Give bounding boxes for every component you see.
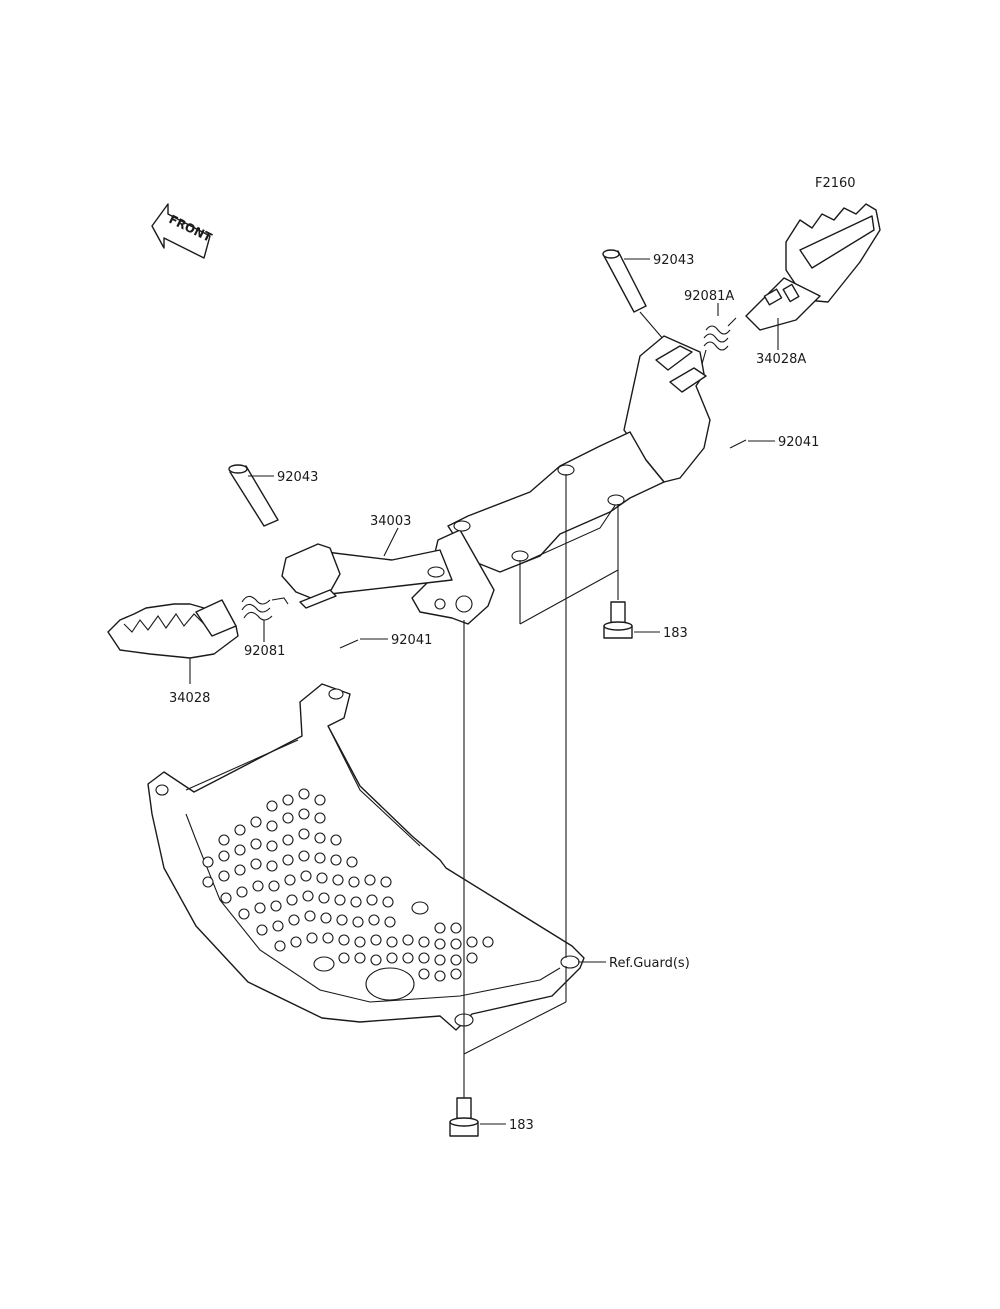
front-direction-arrow-icon: FRONT bbox=[151, 203, 215, 259]
perforation-holes bbox=[202, 788, 494, 982]
label-pin-left: 92043 bbox=[277, 470, 318, 485]
label-bolt-upper: 183 bbox=[663, 626, 688, 641]
bolt-upper-icon bbox=[603, 601, 633, 639]
cotter-pin-right-icon bbox=[729, 439, 747, 449]
spring-left-icon bbox=[241, 595, 289, 621]
label-spring-left: 92081 bbox=[244, 644, 285, 659]
spring-right-icon bbox=[701, 317, 737, 365]
skid-plate-guard-icon bbox=[147, 683, 585, 1031]
label-cotter-right: 92041 bbox=[778, 435, 819, 450]
label-spring-right: 92081A bbox=[684, 289, 734, 304]
label-pin-right: 92043 bbox=[653, 253, 694, 268]
figure-code: F2160 bbox=[815, 176, 856, 191]
label-footpeg-right: 34028A bbox=[756, 352, 806, 367]
label-footpeg-left: 34028 bbox=[169, 691, 210, 706]
label-bolt-lower: 183 bbox=[509, 1118, 534, 1133]
cotter-pin-left-icon bbox=[339, 639, 359, 649]
pin-right-icon bbox=[602, 249, 647, 313]
footpeg-bracket-icon bbox=[281, 335, 711, 625]
label-cotter-left: 92041 bbox=[391, 633, 432, 648]
footpeg-left-icon bbox=[107, 599, 239, 659]
bolt-lower-icon bbox=[449, 1097, 479, 1137]
pin-left-icon bbox=[228, 464, 279, 527]
label-bracket: 34003 bbox=[370, 514, 411, 529]
label-guard-ref: Ref.Guard(s) bbox=[609, 956, 690, 971]
footpeg-right-icon bbox=[745, 203, 881, 331]
